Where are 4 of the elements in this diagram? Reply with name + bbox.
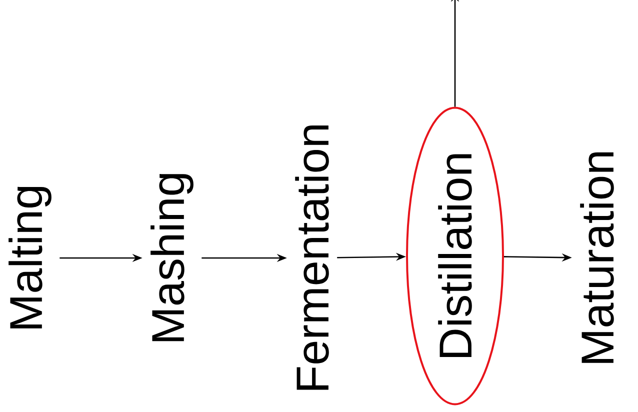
step-label: Mashing <box>150 174 194 342</box>
step-label: Maturation <box>580 152 614 363</box>
step-label: Malting <box>8 186 52 328</box>
step-label: Fermentation <box>295 126 329 390</box>
